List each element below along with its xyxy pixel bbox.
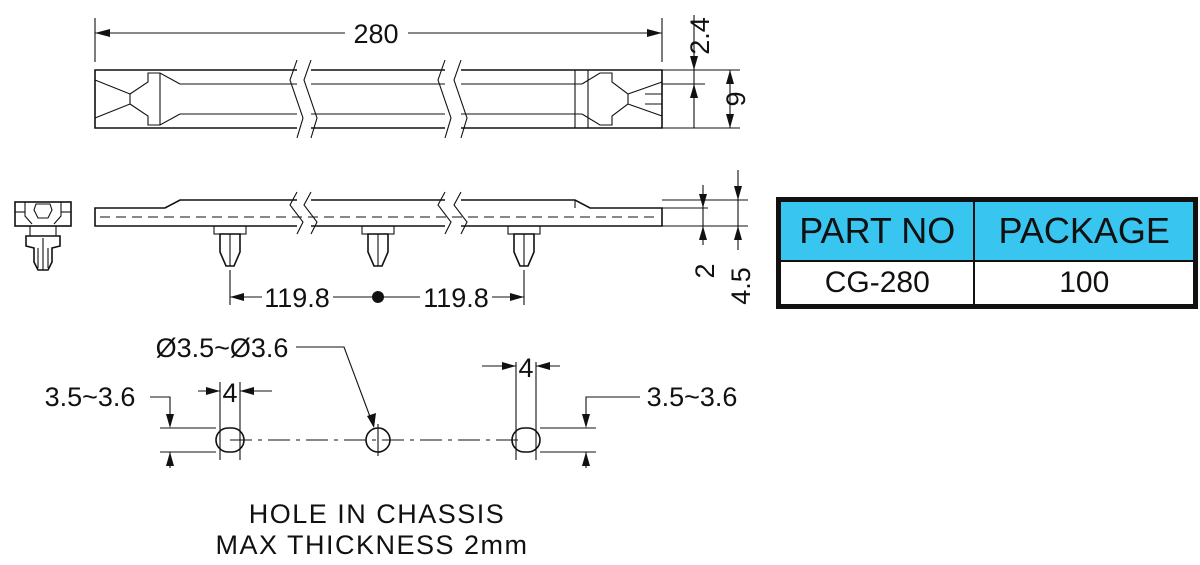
- pin-center: [361, 225, 395, 267]
- dimension-hole-diameter: Ø3.5~Ø3.6: [156, 333, 289, 363]
- dimension-top-offset: 2.4: [685, 17, 715, 55]
- dimension-overall-length: 280: [353, 19, 398, 49]
- dimension-slot-left-height: 3.5~3.6: [45, 382, 136, 412]
- dimension-slot-right-height: 3.5~3.6: [647, 382, 738, 412]
- pin-left: [213, 225, 247, 267]
- top-view: 280: [94, 15, 751, 139]
- end-view: [14, 201, 72, 271]
- dimension-thickness-small: 2: [690, 263, 720, 278]
- dimension-thickness-large: 4.5: [726, 267, 756, 305]
- note-max-thickness: MAX THICKNESS 2mm: [215, 530, 528, 560]
- dimension-pitch-left: 119.8: [264, 283, 330, 313]
- side-view: 119.8 119.8 2 4.5: [94, 170, 756, 313]
- slot-left: [215, 382, 245, 460]
- dimension-width: 9: [721, 91, 751, 106]
- dimension-slot-left-width: 4: [222, 378, 237, 408]
- cell-package: 100: [973, 260, 1197, 308]
- dimension-slot-right-width: 4: [518, 353, 533, 383]
- cell-part-no: CG-280: [777, 260, 976, 308]
- pin-right: [507, 225, 541, 267]
- note-hole-in-chassis: HOLE IN CHASSIS: [249, 499, 506, 529]
- header-part-no: PART NO: [777, 198, 976, 262]
- header-package: PACKAGE: [973, 198, 1197, 262]
- pitch-center-dot: [372, 291, 384, 303]
- dimension-pitch-right: 119.8: [423, 283, 489, 313]
- table-row: CG-280 100: [777, 260, 1197, 308]
- slot-right: [511, 362, 541, 460]
- hole-pattern: 3.5~3.6 4 Ø3.5~Ø3.6 4 3.5~3.6 HOLE IN CH…: [45, 333, 738, 560]
- table-header-row: PART NO PACKAGE: [777, 198, 1197, 262]
- part-table: PART NO PACKAGE CG-280 100: [776, 197, 1198, 309]
